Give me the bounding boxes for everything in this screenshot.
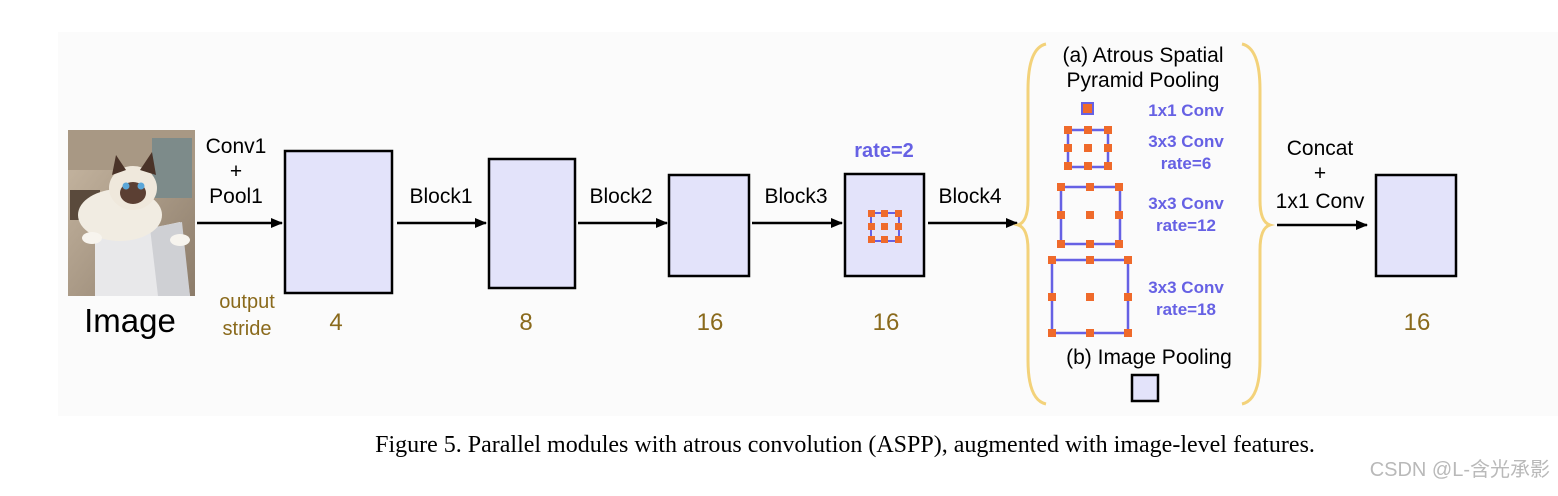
aspp-branch3-name: 3x3 Conv (1148, 194, 1224, 213)
aspp-branch3-rate: rate=12 (1156, 216, 1216, 235)
concat-label-line2: + (1314, 162, 1326, 185)
stride-value-output: 16 (1404, 309, 1431, 336)
stride-value-block3: 16 (697, 309, 724, 336)
figure-caption: Figure 5. Parallel modules with atrous c… (375, 432, 1315, 458)
stem-label-line2: + (230, 160, 242, 183)
watermark: CSDN @L-含光承影 (1370, 458, 1550, 481)
aspp-branch2-rate: rate=6 (1161, 154, 1212, 173)
aspp-kernel-rate12 (1057, 183, 1123, 248)
block3-label: Block3 (764, 185, 827, 208)
stride-value-block1: 4 (329, 309, 342, 336)
aspp-kernel-rate18 (1048, 256, 1132, 337)
aspp-branch4-rate: rate=18 (1156, 300, 1216, 319)
input-image-label: Image (84, 302, 176, 339)
stride-value-block4: 16 (873, 309, 900, 336)
aspp-title-line1: (a) Atrous Spatial (1062, 44, 1223, 67)
right-brace (1241, 42, 1276, 406)
rate2-kernel (868, 210, 902, 243)
stem-label-line1: Conv1 (206, 135, 267, 158)
feature-map-stride8 (487, 157, 577, 290)
left-brace (1012, 42, 1047, 406)
block4-label: Block4 (938, 185, 1001, 208)
aspp-branch1-name: 1x1 Conv (1148, 101, 1224, 120)
aspp-title-line2: Pyramid Pooling (1067, 69, 1220, 92)
stem-label-line3: Pool1 (209, 185, 263, 208)
aspp-branch2-name: 3x3 Conv (1148, 132, 1224, 151)
aspp-branch4-name: 3x3 Conv (1148, 278, 1224, 297)
concat-label-line1: Concat (1287, 137, 1354, 160)
feature-map-output (1374, 173, 1458, 278)
cat-photo (68, 130, 195, 296)
concat-label-line3: 1x1 Conv (1276, 190, 1365, 213)
aspp-kernel-1x1 (1081, 102, 1094, 115)
output-stride-label-line1: output (219, 291, 275, 313)
feature-map-stride16 (667, 173, 751, 278)
rate2-label: rate=2 (854, 140, 914, 162)
aspp-kernel-rate6 (1064, 126, 1112, 170)
block1-label: Block1 (409, 185, 472, 208)
stride-value-block2: 8 (519, 309, 532, 336)
image-pooling-map (1130, 373, 1160, 403)
feature-map-stride4 (283, 149, 394, 295)
output-stride-label-line2: stride (223, 318, 272, 340)
image-pooling-label: (b) Image Pooling (1066, 346, 1232, 369)
block2-label: Block2 (589, 185, 652, 208)
